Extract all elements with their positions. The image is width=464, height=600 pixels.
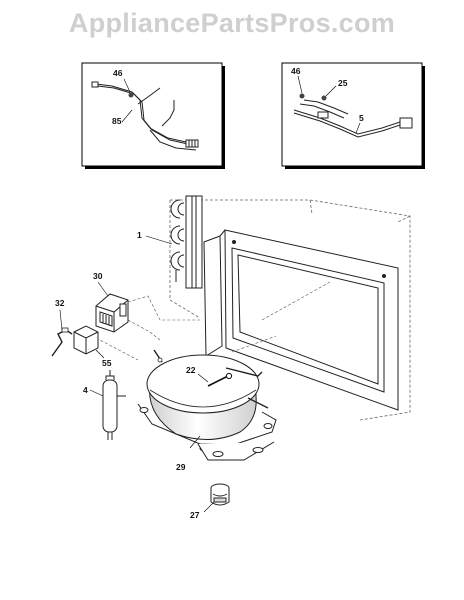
inset-right-box (281, 62, 425, 169)
cabinet-back-panel (203, 229, 399, 411)
screw-46-right (297, 75, 305, 99)
callout-25: 25 (338, 78, 348, 88)
clip-25 (321, 85, 337, 101)
callout-85: 85 (112, 116, 122, 126)
callout-22: 22 (186, 365, 196, 375)
callout-4: 4 (83, 385, 88, 395)
wire-harness-5 (293, 99, 413, 138)
compressor-29 (146, 349, 269, 441)
callout-5: 5 (359, 113, 364, 123)
callout-55: 55 (102, 358, 112, 368)
inset-left-box (81, 62, 225, 169)
callout-46-right: 46 (291, 66, 301, 76)
callout-46-left: 46 (113, 68, 123, 78)
cabinet-outline (169, 199, 411, 421)
grommet-27 (210, 483, 230, 506)
filter-drier-4 (102, 370, 126, 440)
cabinet-opening (231, 240, 386, 393)
callout-32: 32 (55, 298, 65, 308)
relay-30 (95, 293, 129, 333)
callout-27: 27 (190, 510, 200, 520)
callout-30: 30 (93, 271, 103, 281)
callout-29: 29 (176, 462, 186, 472)
wire-32 (51, 327, 73, 357)
screw-46-left (123, 78, 134, 98)
site-watermark: AppliancePartsPros.com (68, 8, 396, 38)
wire-harness-85 (91, 81, 199, 151)
overload-55 (73, 325, 99, 355)
condenser-coil (170, 195, 203, 289)
callout-1: 1 (137, 230, 142, 240)
assembly-lines (95, 281, 331, 361)
clip-22 (207, 372, 233, 387)
